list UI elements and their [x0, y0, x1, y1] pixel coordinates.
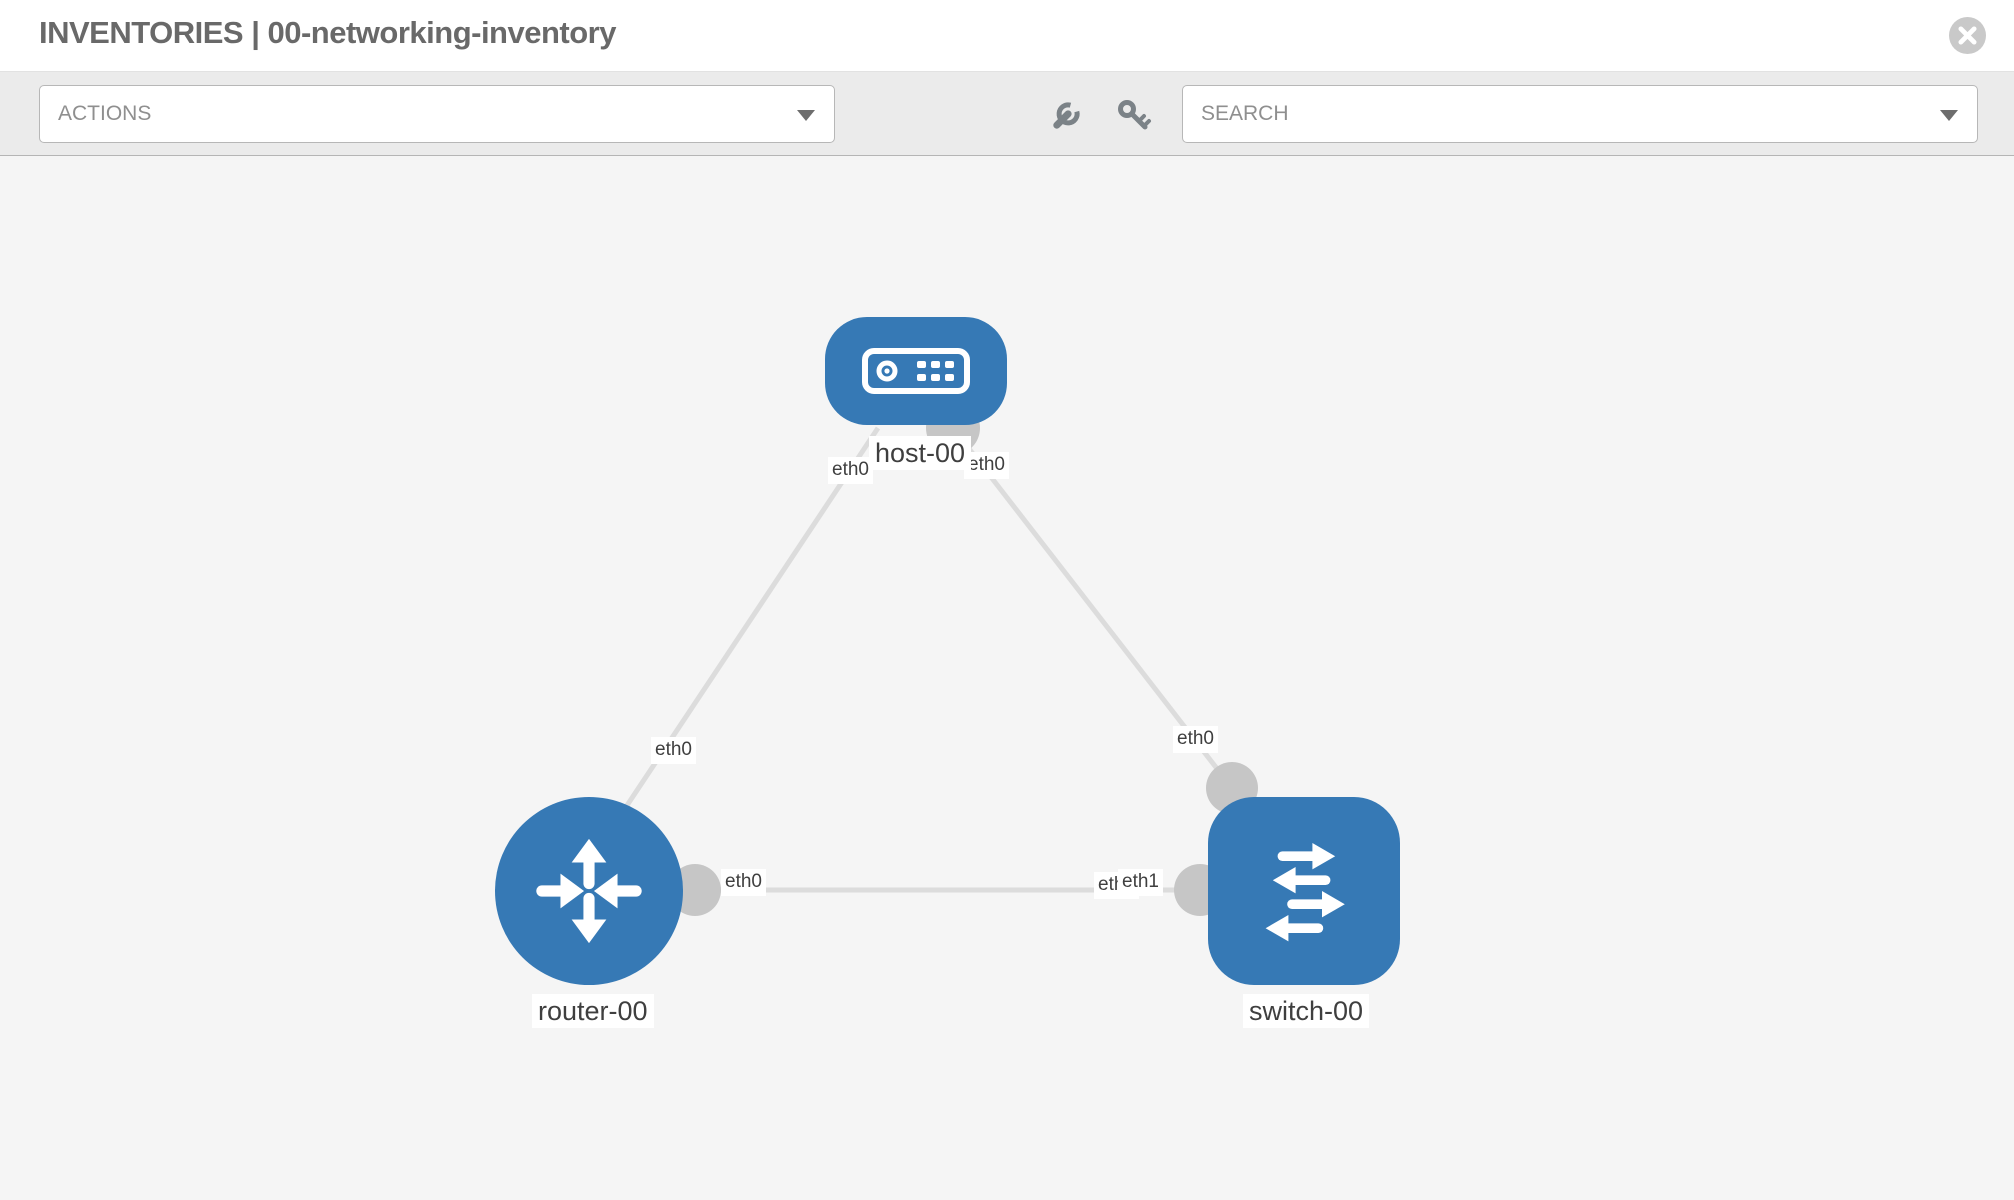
key-icon	[1118, 100, 1151, 130]
node-label-switch: switch-00	[1243, 994, 1370, 1029]
node-label-router: router-00	[532, 994, 654, 1029]
node-switch-00[interactable]	[1208, 797, 1400, 985]
toolbar: ACTIONS SEARCH	[0, 72, 2014, 156]
node-router-00[interactable]	[495, 797, 683, 985]
host-icon	[862, 348, 970, 394]
topology-canvas[interactable]: host-00 router-00 switch-00 eth0 eth0 et…	[0, 156, 2014, 1200]
page-title: INVENTORIES | 00-networking-inventory	[39, 15, 616, 50]
chevron-down-icon	[1940, 110, 1958, 121]
iface-label-switch-eth0: eth0	[1173, 726, 1218, 753]
iface-label-host-eth0-left: eth0	[828, 457, 873, 484]
header: INVENTORIES | 00-networking-inventory	[0, 0, 2014, 72]
actions-dropdown-label: ACTIONS	[58, 102, 152, 125]
wrench-button[interactable]	[1046, 96, 1086, 136]
key-button[interactable]	[1114, 96, 1154, 136]
search-dropdown-label: SEARCH	[1201, 102, 1289, 125]
iface-label-router-eth0: eth0	[721, 869, 766, 896]
search-dropdown[interactable]: SEARCH	[1182, 85, 1978, 143]
node-host-00[interactable]	[825, 317, 1007, 425]
iface-label-host-eth0-right: eth0	[964, 452, 1009, 479]
link-host-router[interactable]	[607, 426, 881, 833]
node-label-host: host-00	[869, 436, 972, 471]
chevron-down-icon	[797, 110, 815, 121]
wrench-icon	[1053, 102, 1080, 129]
iface-label-switch-eth1: eth1	[1118, 869, 1163, 896]
links-layer	[607, 401, 1258, 916]
close-button[interactable]	[1949, 17, 1986, 54]
actions-dropdown[interactable]: ACTIONS	[39, 85, 835, 143]
router-icon	[536, 838, 642, 944]
switch-icon	[1265, 843, 1345, 942]
close-icon	[1958, 26, 1977, 45]
iface-label-router-link-eth0: eth0	[651, 737, 696, 764]
